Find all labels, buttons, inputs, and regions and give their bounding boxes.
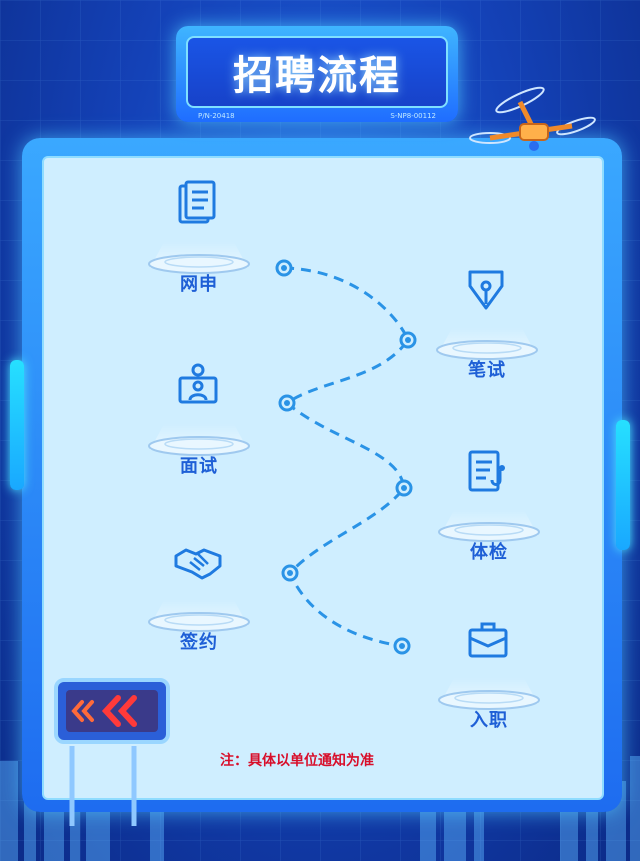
left-glow-bar [10, 360, 24, 490]
pedestal [438, 678, 540, 710]
arrow-sign [54, 678, 170, 826]
pedestal [438, 510, 540, 542]
step-label: 入职 [470, 710, 508, 731]
pedestal [148, 242, 250, 274]
pedestal [148, 600, 250, 632]
title-plate: 招聘流程 P/N-20418 S-NP8-00112 [176, 26, 458, 122]
title-footer-left: P/N-20418 [198, 112, 235, 120]
step-onboarding: 入职 [424, 612, 554, 762]
interview-icon [178, 363, 218, 404]
step-sign-contract: 签约 [134, 534, 264, 684]
step-written-test: 笔试 [422, 262, 552, 412]
right-glow-bar [616, 420, 630, 550]
step-label: 面试 [180, 456, 218, 477]
step-medical-exam: 体检 [424, 444, 554, 594]
footnote: 注：具体以单位通知为准 [220, 753, 374, 769]
title-footer-right: S-NP8-00112 [390, 112, 436, 120]
pen-nib-icon [468, 270, 504, 310]
handshake-icon [174, 548, 222, 580]
drone-icon [469, 86, 596, 151]
pedestal [148, 424, 250, 456]
briefcase-icon [468, 622, 508, 658]
step-label: 网申 [180, 274, 218, 295]
step-interview: 面试 [134, 358, 264, 508]
step-online-application: 网申 [134, 176, 264, 326]
medical-checklist-icon [468, 450, 505, 492]
step-label: 签约 [180, 632, 218, 653]
document-icon [178, 180, 216, 224]
step-label: 体检 [470, 542, 508, 563]
pedestal [436, 328, 538, 360]
step-label: 笔试 [468, 360, 506, 381]
page-title: 招聘流程 [233, 53, 401, 99]
